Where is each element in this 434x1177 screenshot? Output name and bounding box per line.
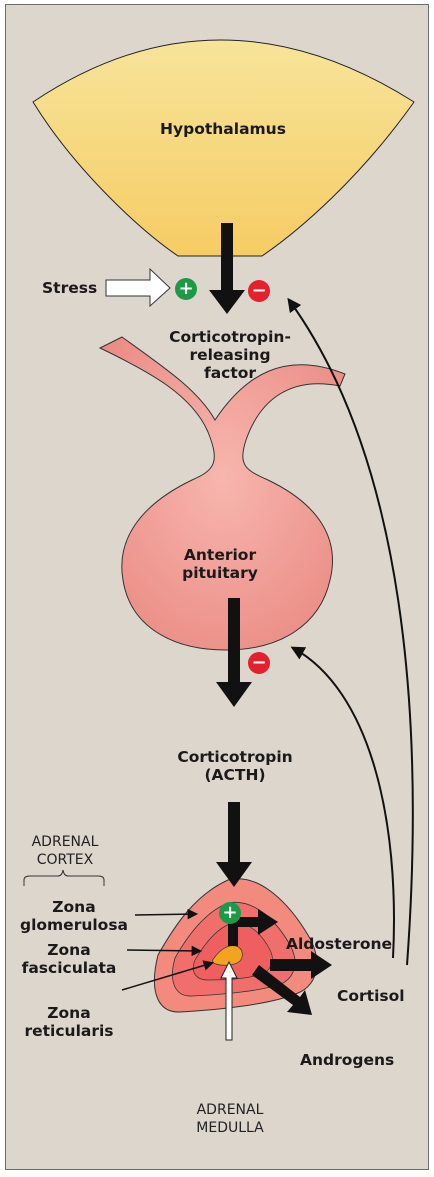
aldosterone-label: Aldosterone (286, 935, 392, 953)
zona-glomerulosa-label: Zona glomerulosa (14, 898, 134, 934)
zona-glomerulosa-line2: glomerulosa (14, 916, 134, 934)
adrenal-medulla-line2: MEDULLA (180, 1119, 280, 1137)
zona-glomerulosa-line1: Zona (14, 898, 134, 916)
hypothalamus-label: Hypothalamus (128, 120, 318, 138)
stress-label: Stress (42, 279, 97, 297)
crf-label-line3: factor (135, 364, 325, 382)
zona-fasciculata-line1: Zona (14, 941, 124, 959)
stimulate-sign-adrenal: + (219, 902, 241, 924)
cortex-brace (24, 870, 104, 886)
stimulate-sign-stress: + (175, 278, 197, 300)
pituitary-label-line1: Anterior (140, 546, 300, 564)
acth-label: Corticotropin (ACTH) (140, 748, 330, 784)
pointer-fasciculata (127, 950, 200, 951)
pituitary-shape (100, 337, 345, 650)
adrenal-cortex-line2: CORTEX (20, 851, 110, 869)
adrenal-cortex-line1: ADRENAL (20, 833, 110, 851)
pituitary-label: Anterior pituitary (140, 546, 300, 582)
zona-fasciculata-line2: fasciculata (14, 959, 124, 977)
feedback-to-hypothalamus (289, 300, 413, 965)
zona-reticularis-line2: reticularis (14, 1022, 124, 1040)
zona-reticularis-label: Zona reticularis (14, 1004, 124, 1040)
stress-arrow (106, 269, 170, 306)
pointer-glomerulosa (135, 914, 196, 915)
crf-label: Corticotropin- releasing factor (135, 328, 325, 382)
feedback-to-pituitary (293, 648, 394, 958)
inhibit-sign-pituitary: − (248, 652, 270, 674)
crf-label-line2: releasing (135, 346, 325, 364)
androgens-label: Androgens (300, 1051, 394, 1069)
zona-reticularis-line1: Zona (14, 1004, 124, 1022)
pituitary-label-line2: pituitary (140, 564, 300, 582)
zona-fasciculata-label: Zona fasciculata (14, 941, 124, 977)
arrow-to-adrenal (216, 802, 252, 887)
inhibit-sign-hypothalamus: − (248, 280, 270, 302)
acth-label-line1: Corticotropin (140, 748, 330, 766)
cortisol-label: Cortisol (337, 987, 405, 1005)
adrenal-medulla-line1: ADRENAL (180, 1101, 280, 1119)
acth-label-line2: (ACTH) (140, 766, 330, 784)
adrenal-medulla-label: ADRENAL MEDULLA (180, 1101, 280, 1137)
adrenal-cortex-label: ADRENAL CORTEX (20, 833, 110, 869)
crf-label-line1: Corticotropin- (135, 328, 325, 346)
